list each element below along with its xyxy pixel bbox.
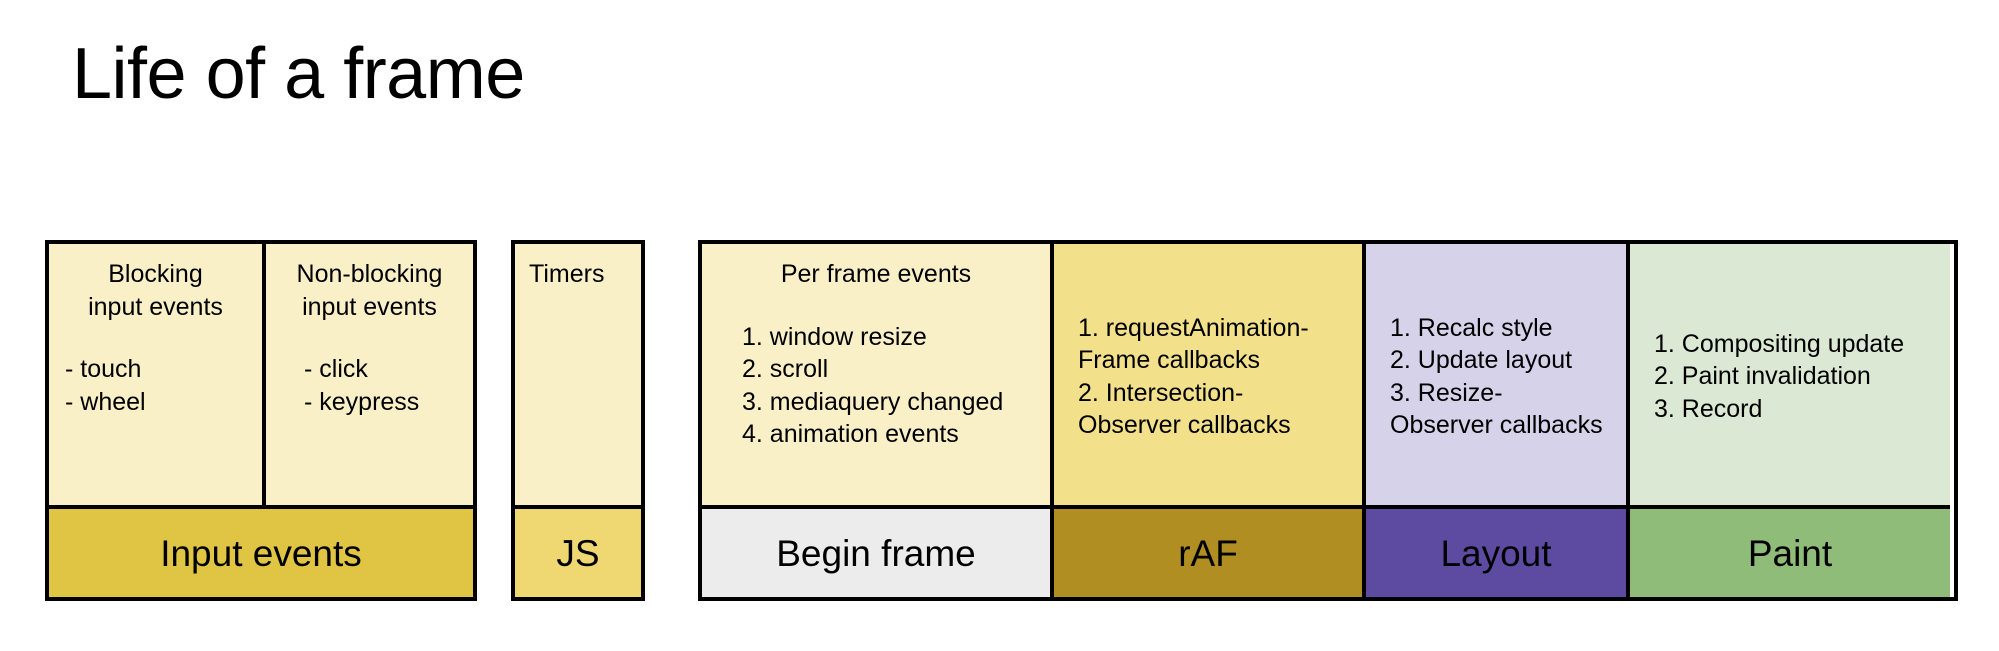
paint-list: 1. Compositing update 2. Paint invalidat… (1654, 329, 1905, 423)
js-footer[interactable]: JS (511, 505, 645, 601)
raf-footer[interactable]: rAF (1054, 505, 1362, 597)
frame-pipeline-group: Per frame events 1. window resize 2. scr… (698, 240, 1958, 601)
blocking-input-events-list: - touch - wheel (65, 355, 146, 416)
layout-footer-label: Layout (1440, 532, 1552, 574)
begin-frame-heading: Per frame events (780, 260, 972, 288)
layout-footer[interactable]: Layout (1366, 505, 1626, 597)
page-title: Life of a frame (72, 34, 525, 114)
begin-frame-footer[interactable]: Begin frame (702, 505, 1050, 597)
raf-list: 1. requestAnimation- Frame callbacks 2. … (1078, 313, 1309, 440)
non-blocking-input-events-heading: Non-blocking input events (296, 260, 443, 321)
begin-frame-body: Per frame events 1. window resize 2. scr… (702, 244, 1050, 505)
timers-heading: Timers (529, 260, 605, 288)
paint-column[interactable]: 1. Compositing update 2. Paint invalidat… (1626, 244, 1950, 597)
paint-body: 1. Compositing update 2. Paint invalidat… (1630, 244, 1950, 505)
begin-frame-column[interactable]: Per frame events 1. window resize 2. scr… (702, 244, 1050, 597)
paint-footer[interactable]: Paint (1630, 505, 1950, 597)
blocking-input-events-heading: Blocking input events (88, 260, 223, 321)
begin-frame-footer-label: Begin frame (776, 532, 976, 574)
raf-footer-label: rAF (1178, 532, 1238, 574)
input-events-footer[interactable]: Input events (45, 505, 477, 601)
input-events-footer-label: Input events (160, 532, 362, 574)
layout-column[interactable]: 1. Recalc style 2. Update layout 3. Resi… (1362, 244, 1626, 597)
js-footer-label: JS (556, 532, 600, 574)
non-blocking-input-events-list: - click - keypress (304, 355, 420, 416)
paint-footer-label: Paint (1747, 532, 1833, 574)
layout-list: 1. Recalc style 2. Update layout 3. Resi… (1390, 313, 1603, 440)
raf-column[interactable]: 1. requestAnimation- Frame callbacks 2. … (1050, 244, 1362, 597)
layout-body: 1. Recalc style 2. Update layout 3. Resi… (1366, 244, 1626, 505)
raf-body: 1. requestAnimation- Frame callbacks 2. … (1054, 244, 1362, 505)
begin-frame-list: 1. window resize 2. scroll 3. mediaquery… (742, 322, 1004, 449)
